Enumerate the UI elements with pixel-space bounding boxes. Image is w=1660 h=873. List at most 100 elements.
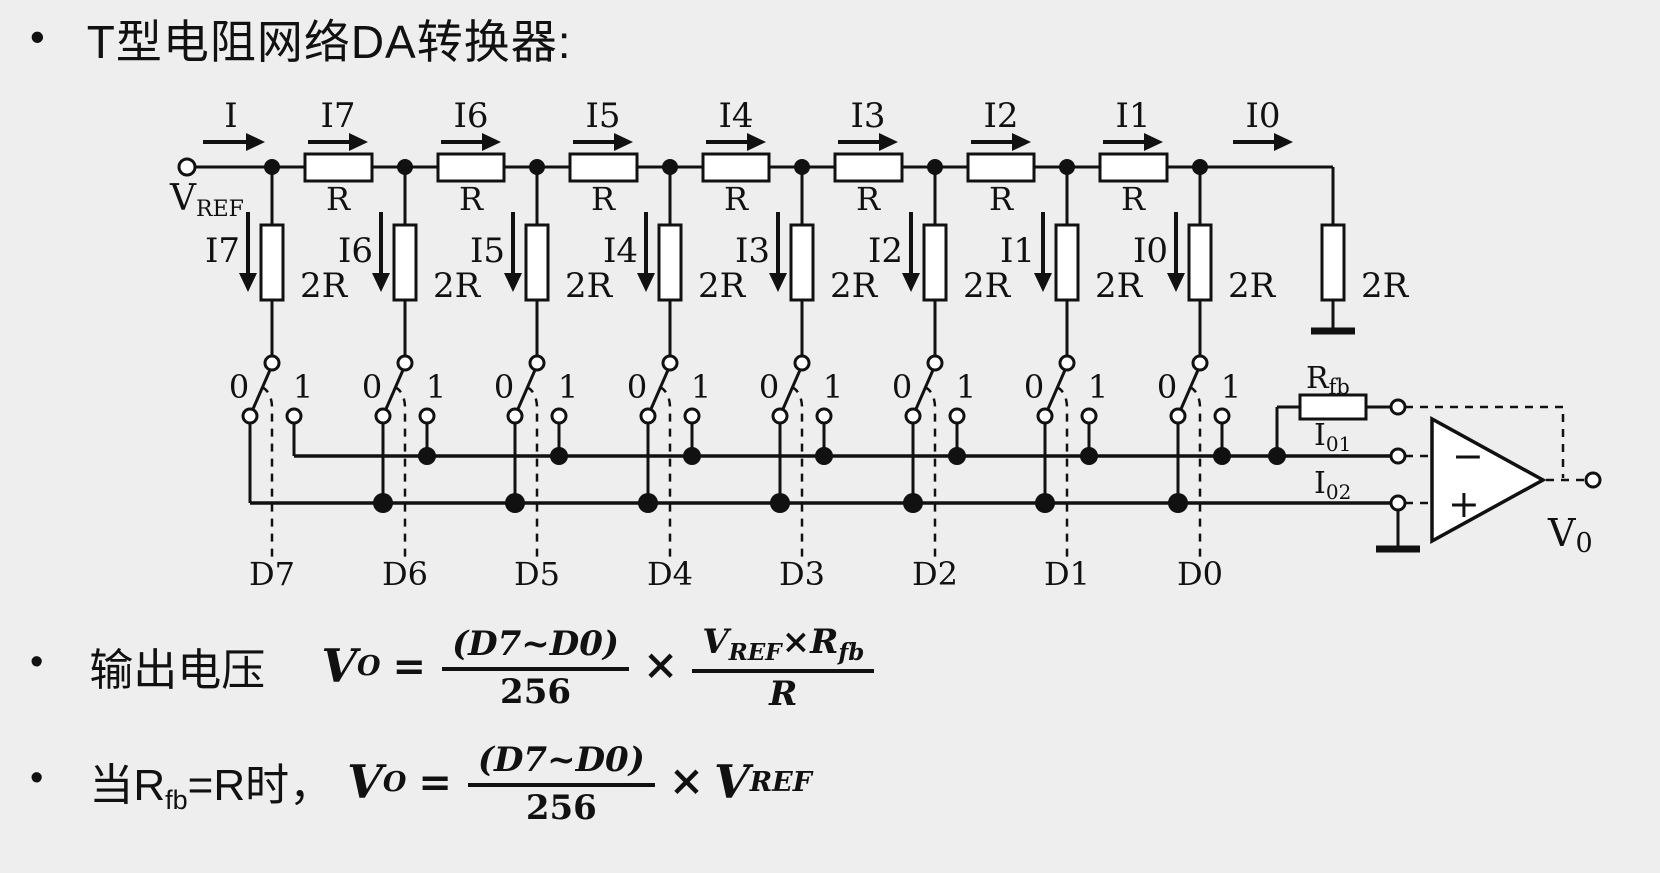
- switch-contact-1: [948, 407, 966, 425]
- times-sign: ×: [668, 755, 705, 805]
- r2-label: 2R: [963, 266, 1012, 306]
- v-current-arrow-I6-head: [372, 273, 390, 292]
- v-resistor-2r-D4: [657, 223, 683, 302]
- v-current-arrow-I7-head: [239, 273, 257, 292]
- slide-title-row: • T型电阻网络DA转换器:: [30, 6, 572, 72]
- switch-contact-0: [904, 407, 922, 425]
- switch-pole-D3: [793, 354, 811, 372]
- v-current-label-I4: I4: [603, 231, 638, 271]
- h-resistor-r-2: [966, 152, 1036, 183]
- junction-dot-io1: [418, 447, 436, 465]
- h-current-arrow-I4-head: [747, 133, 766, 151]
- junction-dot-io1: [1213, 447, 1231, 465]
- bit-label-D3: D3: [779, 555, 825, 593]
- junction-dot-io2: [505, 493, 525, 513]
- rfb-label: Rfb: [1306, 361, 1350, 399]
- switch-lever-D3: [781, 369, 802, 410]
- frac2-numerator: VREF×Rfb: [692, 622, 875, 674]
- switch-linkage-dashed: [526, 385, 539, 557]
- switch-label-0: 0: [1157, 368, 1177, 406]
- bit-label-D4: D4: [647, 555, 693, 593]
- v-resistor-2r-D6: [392, 223, 418, 302]
- junction-dot-io1: [815, 447, 833, 465]
- r2-label: 2R: [300, 266, 349, 306]
- switch-contact-0: [1169, 407, 1187, 425]
- switch-lever-D0: [1179, 369, 1200, 410]
- switch-contact-1: [285, 407, 303, 425]
- switch-lever-D2: [914, 369, 935, 410]
- switch-pole-D0: [1191, 354, 1209, 372]
- junction-dot-io2: [903, 493, 923, 513]
- switch-label-0: 0: [627, 368, 647, 406]
- formula2-rhs: V: [714, 755, 750, 809]
- switch-contact-0: [374, 407, 392, 425]
- switch-lever-D6: [384, 369, 405, 410]
- switch-label-0: 0: [759, 368, 779, 406]
- frac1-denominator: 256: [500, 671, 572, 712]
- junction-dot-io1: [550, 447, 568, 465]
- h-current-arrow-I2-head: [1012, 133, 1031, 151]
- r-label: R: [856, 180, 881, 218]
- switch-pole-D2: [926, 354, 944, 372]
- v-current-label-I6: I6: [338, 231, 373, 271]
- r2-label: 2R: [565, 266, 614, 306]
- formula2-fraction1: (D7~D0) 256: [467, 740, 655, 827]
- switch-pole-D4: [661, 354, 679, 372]
- frac1-numerator: (D7~D0): [442, 624, 630, 671]
- switch-contact-1: [550, 407, 568, 425]
- switch-contact-0: [506, 407, 524, 425]
- switch-pole-D7: [263, 354, 281, 372]
- v-current-arrow-I3-head: [769, 273, 787, 292]
- input-current-label: I: [224, 96, 237, 136]
- h-current-label-I3: I3: [850, 96, 885, 136]
- r2-label: 2R: [830, 266, 879, 306]
- switch-contact-1: [418, 407, 436, 425]
- bit-label-D1: D1: [1044, 555, 1090, 593]
- bullet-icon: •: [30, 757, 44, 799]
- frac1-numerator: (D7~D0): [467, 740, 655, 787]
- h-current-arrow-I1-head: [1144, 133, 1163, 151]
- node-dot: [1192, 159, 1208, 175]
- switch-label-1: 1: [691, 368, 711, 406]
- equals-sign: =: [418, 758, 452, 806]
- output-terminal: [1584, 471, 1602, 489]
- node-dot: [794, 159, 810, 175]
- h-current-label-I7: I7: [320, 96, 355, 136]
- io2-terminal: [1389, 494, 1407, 512]
- switch-label-1: 1: [426, 368, 446, 406]
- switch-linkage-dashed: [791, 385, 804, 557]
- switch-linkage-dashed: [261, 385, 274, 557]
- formula1-fraction2: VREF×Rfb R: [692, 622, 875, 714]
- trailing-current-label: I0: [1245, 96, 1280, 136]
- r2-label: 2R: [1095, 266, 1144, 306]
- switch-linkage-dashed: [1056, 385, 1069, 557]
- switch-linkage-dashed: [1189, 385, 1202, 557]
- v-current-label-I5: I5: [470, 231, 505, 271]
- v-resistor-2r-D2: [922, 223, 948, 302]
- switch-contact-1: [815, 407, 833, 425]
- switch-pole-D6: [396, 354, 414, 372]
- h-resistor-r-6: [436, 152, 506, 183]
- formula1-lhs: V: [321, 639, 358, 693]
- v-current-label-I7: I7: [205, 231, 240, 271]
- r-label: R: [591, 180, 616, 218]
- switch-label-1: 1: [1088, 368, 1108, 406]
- switch-contact-1: [1213, 407, 1231, 425]
- formula2-lhs: V: [347, 755, 383, 809]
- node-dot: [927, 159, 943, 175]
- node-dot: [264, 159, 280, 175]
- bullet-icon: •: [30, 641, 44, 683]
- r2-label: 2R: [698, 266, 747, 306]
- switch-label-0: 0: [494, 368, 514, 406]
- switch-label-0: 0: [892, 368, 912, 406]
- switch-label-0: 0: [229, 368, 249, 406]
- v-current-arrow-I4-head: [637, 273, 655, 292]
- switch-label-1: 1: [293, 368, 313, 406]
- r2-label: 2R: [433, 266, 482, 306]
- h-current-arrow-I3-head: [879, 133, 898, 151]
- v-current-arrow-I1-head: [1034, 273, 1052, 292]
- switch-pole-D1: [1058, 354, 1076, 372]
- formula1-intro: 输出电压: [89, 646, 266, 695]
- h-current-arrow-I7-head: [349, 133, 368, 151]
